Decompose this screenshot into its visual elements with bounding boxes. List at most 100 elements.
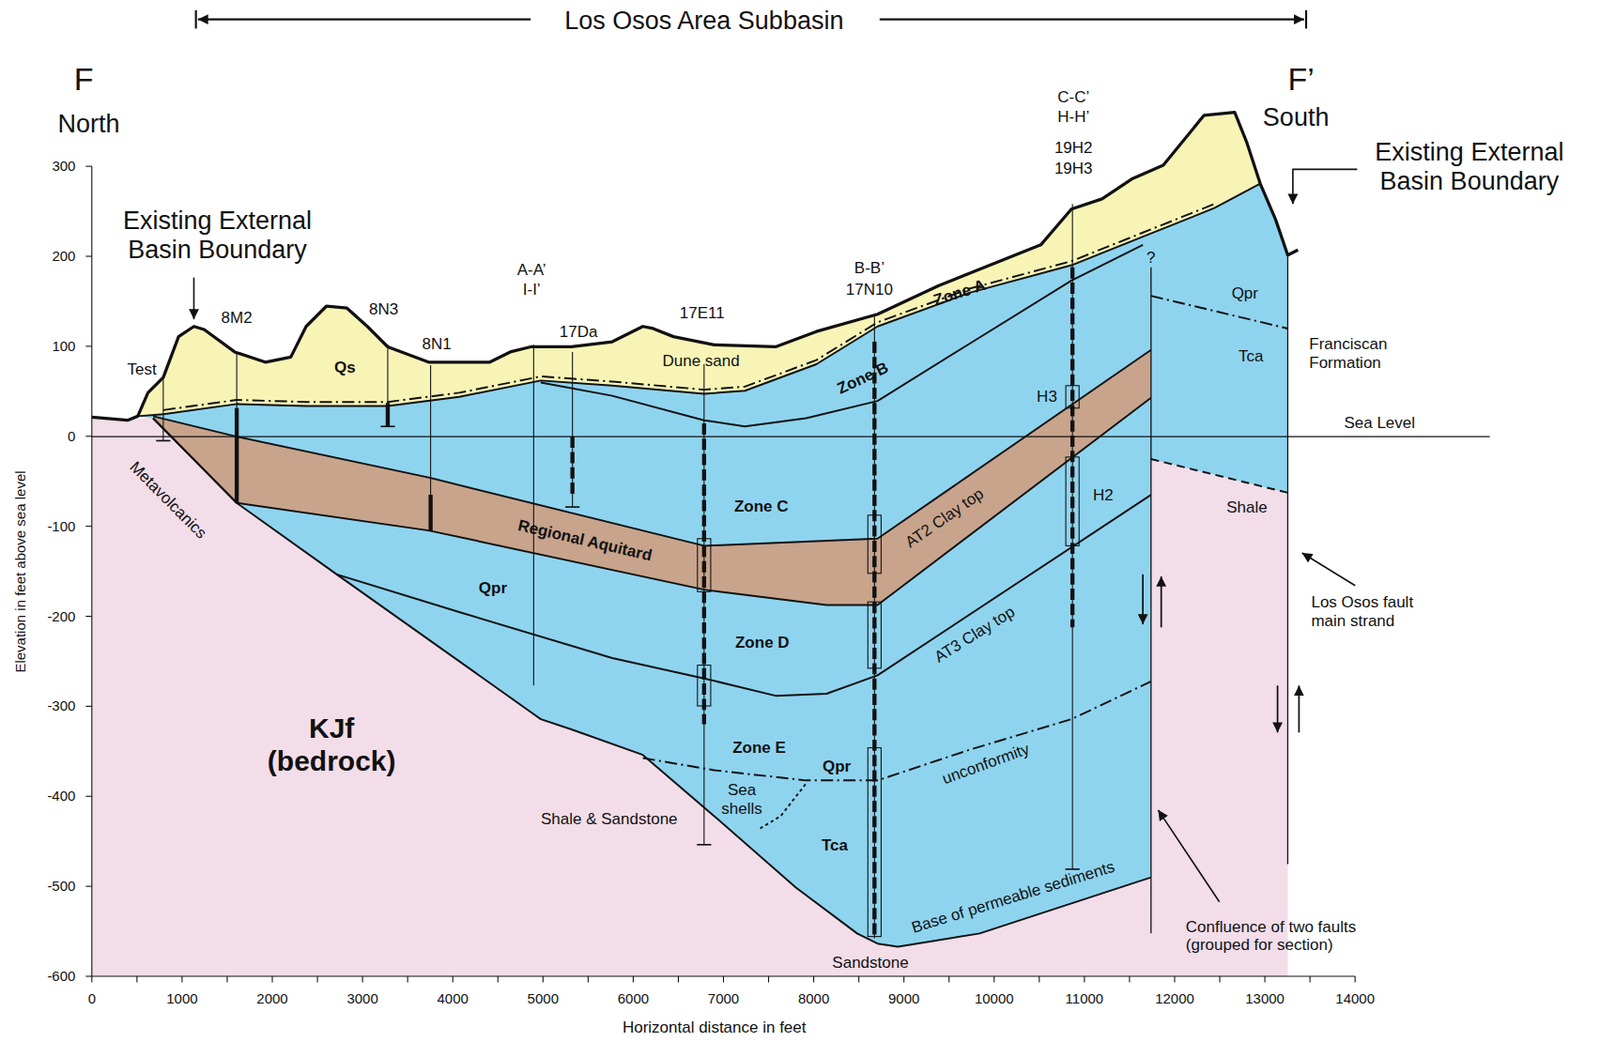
zone-label: Zone A [930, 276, 987, 310]
contact-label: Base of permeable sediments [909, 858, 1118, 938]
at3-clay-top-line [337, 494, 1152, 696]
fault-motion-arrow [1298, 685, 1301, 733]
zone-b-c-line [540, 245, 1143, 427]
fault-motion-arrow [1141, 574, 1144, 625]
unit-label: Qpr [822, 757, 851, 777]
well-screen [872, 341, 877, 939]
y-tick [85, 615, 93, 617]
formation-label: Franciscan Formation [1308, 336, 1422, 373]
sea-level-label: Sea Level [1343, 414, 1416, 433]
well-name: 19H3 [1054, 160, 1093, 180]
section-end-letter: F [74, 61, 94, 98]
shale-contact-line [1151, 459, 1289, 493]
fault-label: Los Osos fault main strand [1310, 593, 1443, 631]
well-interval [867, 515, 881, 574]
leader-arrow [1157, 810, 1219, 903]
well-interval [697, 538, 711, 593]
drawing-group [85, 10, 1490, 984]
x-tick [1173, 976, 1175, 984]
well-name: H2 [1092, 486, 1114, 506]
x-tick [136, 976, 138, 984]
well-casing [571, 352, 573, 508]
axis-tick-label: 3000 [346, 990, 378, 1007]
axis-tick-label: 7000 [707, 990, 739, 1007]
span-arrow [879, 18, 1305, 21]
aquitard-bottom-line [153, 398, 1152, 606]
well-casing [703, 364, 705, 846]
axis-tick-label: 6000 [617, 990, 649, 1007]
section-crossing: B-B’ [854, 259, 885, 278]
x-tick [1218, 976, 1220, 984]
axis-tick-label: 9000 [888, 990, 920, 1007]
fault-line [1287, 255, 1289, 865]
well-screen [569, 436, 574, 495]
well-interval [1065, 457, 1079, 547]
axis-tick-label: -600 [46, 968, 76, 985]
x-tick [497, 976, 499, 984]
well-casing [874, 314, 876, 939]
qs-base-dashdot [163, 203, 1215, 411]
axis-title: Horizontal distance in feet [622, 1019, 807, 1039]
fault-motion-arrow [1160, 576, 1163, 628]
well-name: 8N3 [369, 301, 399, 321]
unit-label: Tca [1238, 348, 1263, 368]
well-name: 8N1 [422, 336, 452, 355]
section-end-letter: F’ [1287, 61, 1314, 98]
clay-label: AT3 Clay top [931, 602, 1019, 667]
axis-tick-label: -300 [46, 698, 76, 715]
span-end-bar [195, 10, 198, 30]
zone-label: Zone D [735, 633, 790, 653]
y-tick [85, 886, 93, 888]
well-screen [428, 494, 432, 531]
span-arrow [198, 18, 531, 21]
x-tick [723, 976, 724, 984]
zone-label: Zone E [732, 738, 786, 758]
x-tick [271, 976, 273, 984]
boundary-label: Existing External Basin Boundary [90, 206, 344, 265]
qpr-tca-line [1151, 295, 1289, 329]
x-tick [903, 976, 905, 984]
axis-tick-label: 5000 [527, 990, 559, 1007]
axis-title: Elevation in feet above sea level [12, 470, 29, 673]
axis-tick-label: 10000 [974, 990, 1015, 1007]
axis-tick-label: 300 [51, 158, 76, 175]
uncertainty-mark: ? [1146, 248, 1155, 268]
direction-label: South [1262, 104, 1330, 134]
axis-tick-label: 0 [88, 990, 96, 1007]
well-screen [702, 423, 707, 725]
well-casing [430, 365, 431, 531]
axis-tick-label: 13000 [1245, 990, 1285, 1007]
axis-tick-label: 2000 [256, 990, 288, 1007]
axis-tick-label: 200 [51, 247, 76, 264]
sea-level-line [92, 436, 1491, 438]
unit-label: Dune sand [661, 352, 739, 371]
fault-motion-arrow [1276, 685, 1279, 733]
well-screen [1070, 267, 1075, 629]
x-tick [91, 976, 93, 984]
well-screen [234, 408, 239, 504]
aquifer-region [138, 184, 1289, 948]
rock-label: Shale [1226, 498, 1267, 518]
y-tick [85, 796, 93, 798]
well-bottom-tick [380, 425, 395, 428]
well-casing [1072, 203, 1074, 870]
well-casing [236, 352, 238, 504]
rock-label: Metavolcanics [125, 458, 211, 543]
contact-label: unconformity [939, 739, 1032, 789]
well-casing [533, 344, 535, 686]
well-bottom-tick [696, 844, 711, 847]
well-bottom-tick [155, 440, 170, 443]
x-tick [1083, 976, 1085, 984]
axis-tick-label: 8000 [798, 990, 830, 1007]
well-name: H3 [1036, 387, 1058, 407]
bedrock-contact-line [153, 418, 1152, 948]
x-tick [181, 976, 183, 984]
boundary-label: Existing External Basin Boundary [1342, 138, 1597, 197]
aquitard-label: Regional Aquitard [515, 516, 653, 566]
x-tick [587, 976, 589, 984]
section-crossing: C-C’ [1057, 89, 1090, 108]
well-name: 19H2 [1054, 138, 1093, 158]
